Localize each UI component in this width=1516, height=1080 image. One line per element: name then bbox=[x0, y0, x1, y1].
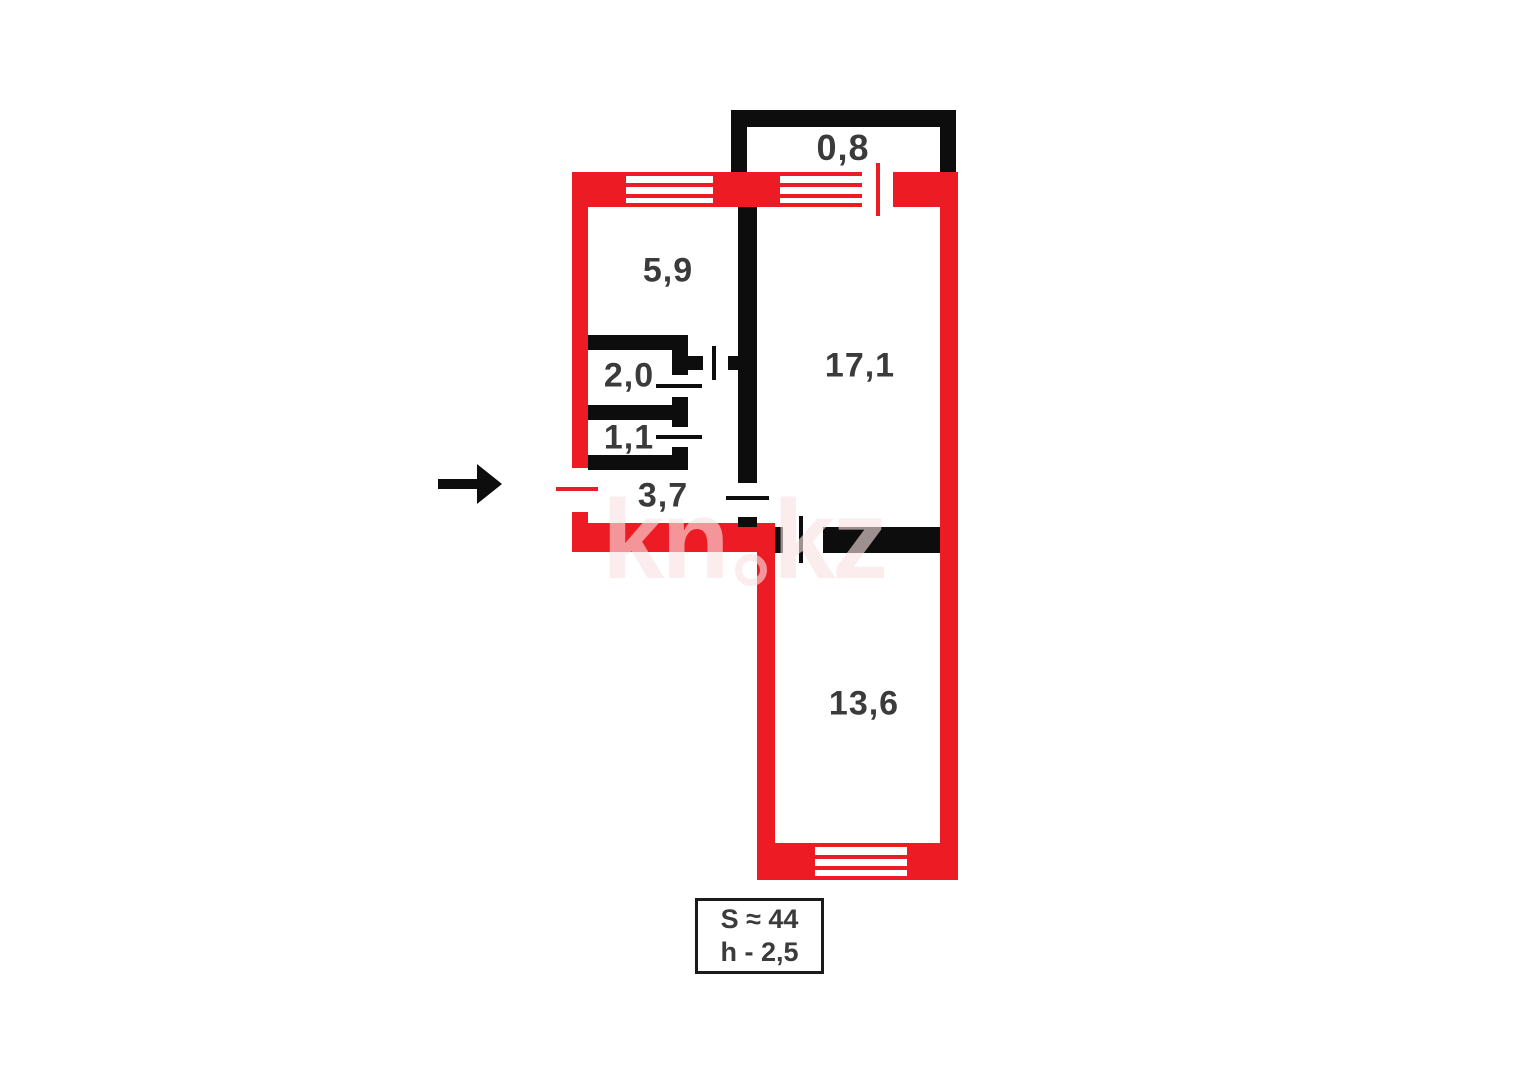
bottom-room-door-mark bbox=[799, 516, 803, 563]
interior-wall-central bbox=[738, 207, 757, 483]
balcony-wall-top bbox=[731, 110, 956, 127]
window-glazing-line bbox=[780, 183, 862, 187]
window-glazing-line bbox=[815, 855, 907, 859]
entrance-door-mark bbox=[556, 487, 598, 491]
room-area-label-small-lower: 1,1 bbox=[603, 418, 655, 457]
right-room-door-mark bbox=[726, 496, 769, 500]
window-top-right bbox=[780, 176, 862, 203]
bottom-room-door-gap bbox=[783, 527, 823, 553]
balcony-wall-left bbox=[731, 110, 747, 172]
wc-wall-bottom bbox=[588, 455, 688, 470]
window-top-left bbox=[626, 176, 713, 203]
balcony-wall-right bbox=[940, 110, 956, 172]
wc-lower-door-mark bbox=[656, 435, 702, 439]
window-glazing-line bbox=[626, 183, 713, 187]
room-area-label-balcony: 0,8 bbox=[816, 127, 870, 168]
window-glazing-line bbox=[815, 866, 907, 870]
wc-upper-door-mark bbox=[656, 384, 702, 388]
window-glazing-line bbox=[780, 194, 862, 198]
exterior-wall-bottom-room-left bbox=[757, 550, 775, 880]
entrance-arrow-icon bbox=[438, 464, 502, 504]
balcony-door-mark bbox=[876, 163, 880, 216]
exterior-wall-left bbox=[572, 172, 588, 552]
room-area-label-top-left: 5,9 bbox=[642, 251, 694, 290]
plan-info-box: S ≈ 44 h - 2,5 bbox=[695, 898, 824, 974]
exterior-wall-hall-bottom bbox=[572, 523, 775, 552]
exterior-wall-right bbox=[940, 172, 958, 880]
window-bottom bbox=[815, 847, 907, 876]
wc-wall-top bbox=[588, 335, 688, 350]
room-area-label-bottom: 13,6 bbox=[828, 684, 900, 723]
window-glazing-line bbox=[626, 194, 713, 198]
room-area-label-small-upper: 2,0 bbox=[603, 356, 655, 395]
top-left-room-door-mark bbox=[712, 346, 716, 380]
room-area-label-right: 17,1 bbox=[824, 346, 896, 385]
ceiling-height-label: h - 2,5 bbox=[720, 937, 799, 967]
wc-wall-middle bbox=[588, 405, 688, 420]
right-room-door-gap bbox=[736, 483, 759, 517]
interior-wall-central-stub bbox=[738, 517, 757, 527]
total-area-label: S ≈ 44 bbox=[720, 904, 799, 934]
room-area-label-hall: 3,7 bbox=[637, 476, 689, 515]
